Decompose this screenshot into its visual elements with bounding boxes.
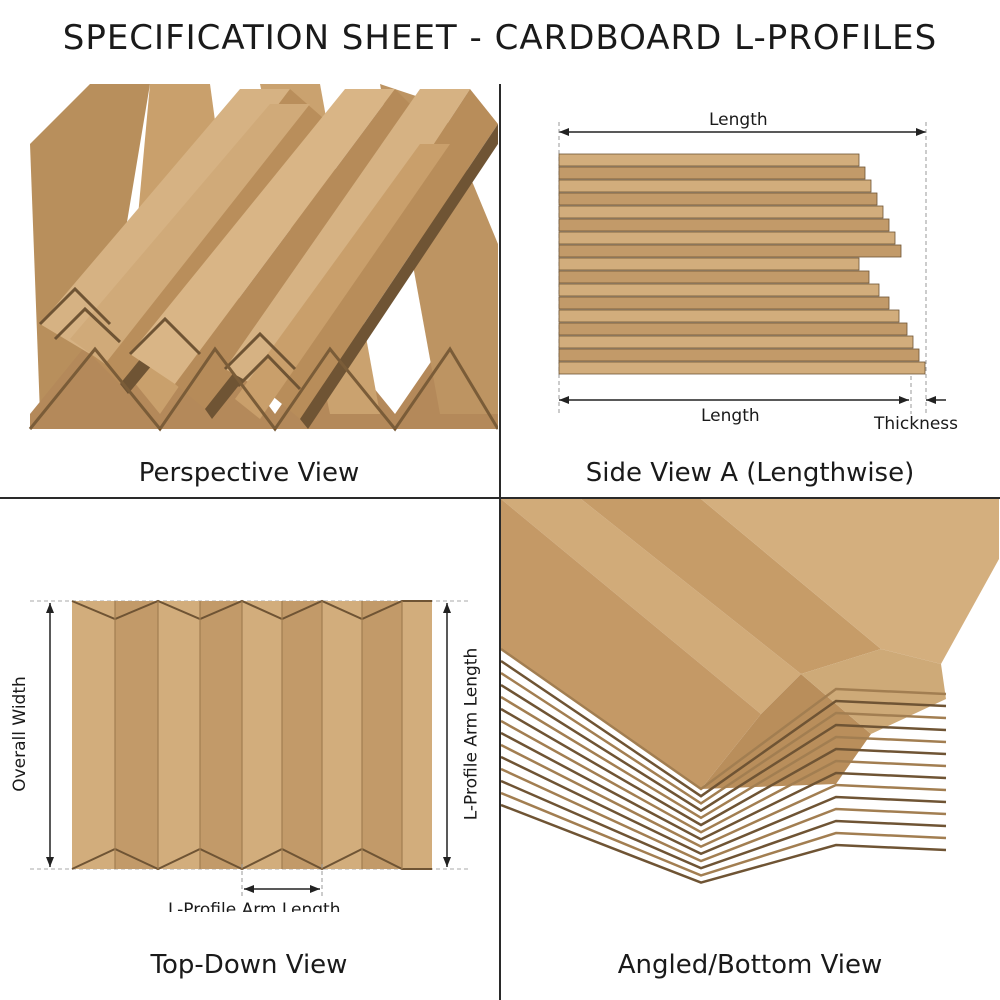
perspective-view-panel [0,84,498,497]
side-length-bottom-label: Length [701,406,760,426]
sheet-layer [558,244,902,258]
fold-top-edge [71,599,432,621]
vertical-divider [499,84,501,1000]
diagonal-profiles [40,89,498,429]
top-down-illustration [30,599,470,897]
fold-face [158,601,200,869]
profile-edge [501,767,947,863]
profile-edge [501,659,947,798]
sheet-layer [558,218,890,232]
profile-edge [501,803,947,884]
fold-face [362,601,402,869]
profile-end-caps [38,286,302,391]
sheet-layer [558,335,914,349]
profile-edge [501,683,947,813]
sheet-layer [558,153,860,167]
profile-edge [501,731,947,841]
sheet-layer [558,192,878,206]
fold-face [322,601,362,869]
overall-width-label: Overall Width [9,676,30,792]
fold-face [115,601,158,869]
sheet-layer [558,309,900,323]
sheet-layer [558,348,920,362]
arm-length-right-label: L-Profile Arm Length [461,647,482,821]
profile-edge [501,779,947,870]
profile-edge [501,707,947,827]
side-view-caption: Side View A (Lengthwise) [585,458,915,488]
stacked-sheets [558,153,926,375]
profile-edge [501,755,947,856]
side-view-illustration [558,122,946,414]
sheet-layer [558,166,866,180]
side-length-top-label: Length [709,110,768,130]
profile-edge [501,695,947,820]
sheet-layer [558,270,870,284]
horizontal-divider [0,497,1000,499]
sheet-layer [558,257,860,271]
perspective-illustration [28,84,498,432]
fold-face [402,601,432,869]
sheet-layer [558,296,890,310]
arm-length-bottom-label: L-Profile Arm Length [168,900,341,912]
profile-edge [501,647,947,791]
profile-edge [501,719,947,834]
angled-illustration [501,499,999,884]
angled-view-panel [501,499,999,939]
thickness-label: Thickness [874,414,959,434]
profile-edge [501,671,947,805]
fold-face [72,601,115,869]
sheet-layer [558,322,908,336]
fold-face [282,601,322,869]
sheet-layer [558,205,884,219]
profile-edge [501,791,947,877]
top-down-view-panel: Overall Width L-Profile Arm Length L-Pro… [0,499,498,912]
stacked-edges [501,647,947,884]
sheet-layer [558,179,872,193]
side-view-panel: Length Length Thickness [501,84,999,497]
profile-edge [501,743,947,848]
page-title: SPECIFICATION SHEET - CARDBOARD L-PROFIL… [62,18,938,58]
fold-face [242,601,282,869]
folded-profiles [71,599,432,871]
top-down-caption: Top-Down View [150,950,348,980]
perspective-caption: Perspective View [138,458,360,488]
sheet-layer [558,361,926,375]
angled-caption: Angled/Bottom View [617,950,883,980]
fold-bottom-edge [71,847,432,871]
fold-face [200,601,242,869]
sheet-layer [558,231,896,245]
sheet-layer [558,283,880,297]
